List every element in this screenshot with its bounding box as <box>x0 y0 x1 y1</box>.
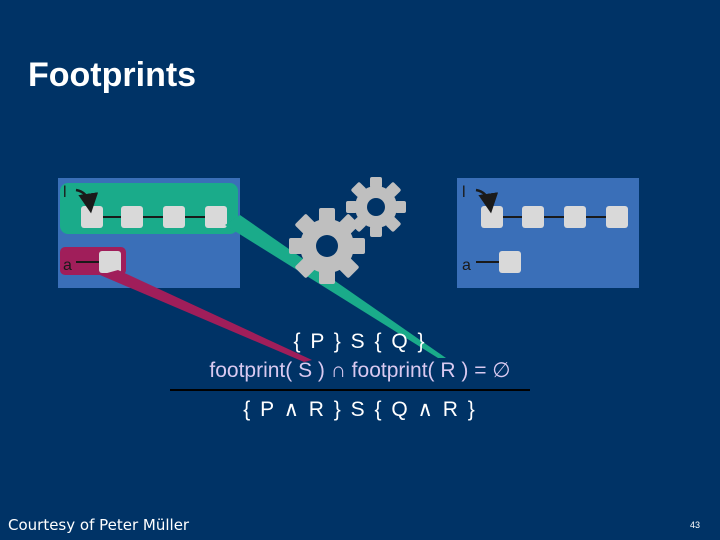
pointer-a-label: a <box>63 257 72 274</box>
list-node <box>163 206 185 228</box>
list-node <box>81 206 103 228</box>
list-node <box>121 206 143 228</box>
list-node <box>481 206 503 228</box>
arrow-icon <box>75 188 99 214</box>
gear-icon <box>346 177 406 237</box>
slide-title: Footprints <box>28 56 197 94</box>
footprint-disjointness: footprint( S ) ∩ footprint( R ) = ∅ <box>209 359 511 382</box>
pointer-a-label: a <box>462 257 471 274</box>
page-number: 43 <box>690 520 701 530</box>
pointer-l-label: l <box>462 184 466 201</box>
footprint-s-region <box>60 183 238 234</box>
list-node <box>606 206 628 228</box>
credit-text: Courtesy of Peter Müller <box>8 516 190 534</box>
list-node <box>205 206 227 228</box>
list-node <box>522 206 544 228</box>
footprint-r-beam <box>100 270 312 362</box>
inference-rule-line <box>170 389 530 391</box>
pointer-l-label: l <box>63 184 67 201</box>
arrow-icon <box>475 188 499 214</box>
list-node <box>564 206 586 228</box>
hoare-triple: { P } S { Q } <box>293 330 427 353</box>
object-node <box>99 251 121 273</box>
frame-rule-triple: { P ∧ R } S { Q ∧ R } <box>243 398 477 421</box>
footprint-s-beam <box>225 215 446 358</box>
object-node <box>499 251 521 273</box>
gear-icon <box>289 208 365 284</box>
